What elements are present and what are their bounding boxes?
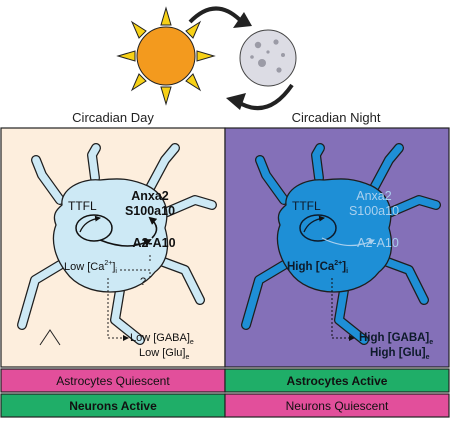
night-neurons-bar [224, 393, 450, 418]
day-neurons-label: Neurons Active [69, 399, 157, 413]
night-glu: High [Glu]e [370, 347, 430, 361]
night-neurons-label: Neurons Quiescent [286, 399, 389, 413]
night-astrocytes-label: Astrocytes Active [287, 374, 388, 388]
sun-icon [116, 6, 216, 106]
day-question: ? [140, 276, 146, 288]
cycle-arrow-icon [188, 6, 294, 111]
day-astrocyte [17, 143, 217, 346]
night-gaba: High [GABA]e [359, 332, 433, 346]
day-a2a10: A2-A10 [132, 236, 175, 250]
night-title: Circadian Night [292, 110, 381, 125]
night-astrocytes-bar [224, 368, 450, 393]
day-gaba: Low [GABA]e [130, 332, 194, 346]
day-anxa2: Anxa2 [131, 189, 169, 203]
day-title: Circadian Day [72, 110, 154, 125]
day-ttfl: TTFL [68, 199, 97, 213]
night-s100a10: S100a10 [349, 204, 399, 218]
day-astrocytes-label: Astrocytes Quiescent [56, 374, 170, 388]
night-ttfl: TTFL [292, 199, 321, 213]
night-anxa2: Anxa2 [356, 189, 391, 203]
day-s100a10: S100a10 [125, 204, 175, 218]
night-astrocyte [241, 143, 441, 345]
night-calcium: High [Ca2+]i [287, 260, 348, 275]
day-calcium: Low [Ca2+]i [64, 260, 117, 275]
moon-icon [239, 29, 297, 87]
day-glu: Low [Glu]e [139, 347, 189, 361]
night-a2a10: A2-A10 [357, 236, 399, 250]
